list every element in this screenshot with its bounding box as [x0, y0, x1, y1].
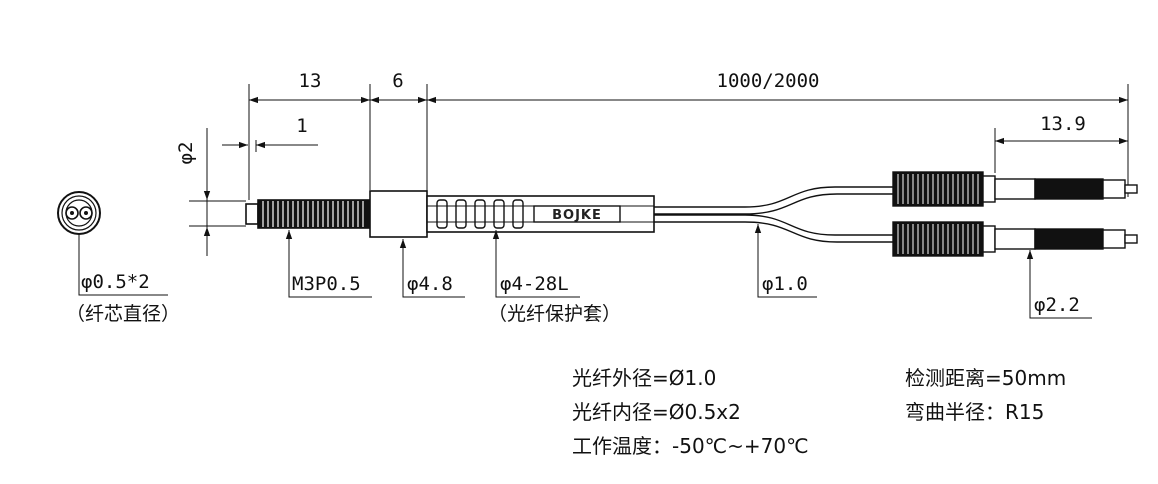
- probe-tip: [245, 203, 259, 225]
- leader-lines: [78, 224, 1092, 319]
- threaded-section: [257, 199, 371, 229]
- dim-6: 6: [392, 70, 403, 92]
- spec-bend-radius: 弯曲半径：R15: [905, 400, 1045, 424]
- spec-outer-diameter: 光纤外径=Ø1.0: [572, 366, 717, 390]
- callout-thread: M3P0.5: [292, 273, 361, 295]
- callout-core-note: （纤芯直径）: [66, 303, 180, 325]
- upper-fiber: [654, 186, 893, 208]
- dim-phi2: φ2: [175, 142, 197, 165]
- logo-box: [533, 205, 621, 223]
- connector-lower: [892, 221, 1138, 257]
- thread-lines: [262, 201, 364, 227]
- callout-core-dia: φ0.5*2: [81, 271, 150, 293]
- dim-13: 13: [299, 70, 322, 92]
- callout-sleeve-dia: φ4-28L: [500, 273, 569, 295]
- brand-logo: BOJKE: [552, 208, 602, 223]
- dim-1: 1: [296, 115, 307, 137]
- leader-connector: [1026, 250, 1092, 319]
- fiber-cables: [654, 186, 893, 243]
- leader-sleeve: [492, 230, 580, 298]
- callout-connector-dia: φ2.2: [1034, 294, 1080, 316]
- spec-operating-temperature: 工作温度：-50℃~+70℃: [572, 434, 809, 458]
- spec-detection-distance: 检测距离=50mm: [905, 366, 1067, 390]
- leader-body: [399, 239, 465, 298]
- callout-fiber-dia: φ1.0: [762, 273, 808, 295]
- leader-core: [78, 234, 168, 296]
- dimension-lines: [203, 96, 1128, 250]
- dim-13-9: 13.9: [1040, 113, 1086, 135]
- sensor-body: [369, 190, 428, 238]
- sensor-head: BOJKE: [245, 190, 655, 238]
- lower-fiber: [654, 214, 893, 236]
- connector-upper: [892, 171, 1138, 207]
- callout-body-dia: φ4.8: [407, 273, 453, 295]
- spec-inner-diameter: 光纤内径=Ø0.5x2: [572, 400, 741, 424]
- leader-thread: [285, 230, 372, 298]
- sleeve-ribs: [436, 199, 524, 229]
- leader-fiber: [754, 224, 817, 298]
- callout-sleeve-note: （光纤保护套）: [488, 303, 621, 325]
- fiber-end-view: [57, 191, 101, 235]
- dim-length: 1000/2000: [717, 70, 820, 92]
